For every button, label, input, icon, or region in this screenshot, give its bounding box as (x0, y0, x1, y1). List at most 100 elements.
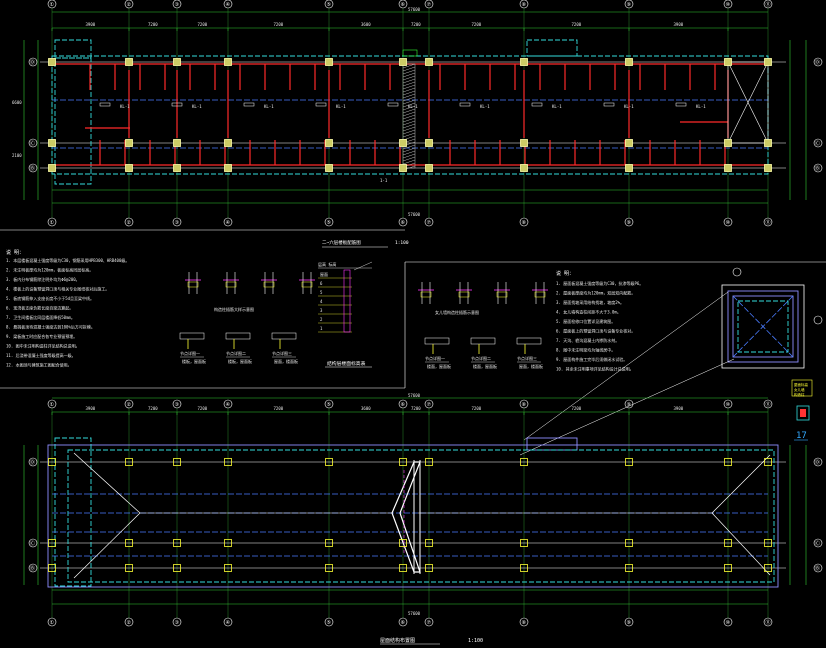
legend-value: 17 (796, 431, 807, 441)
axis-label: ② (127, 402, 132, 408)
upper-axis-right: Ⓓ Ⓒ Ⓑ (813, 57, 823, 173)
dim-span-label: 3900 (674, 22, 684, 27)
slab-tag: KL-1 (696, 104, 706, 109)
node-label: 节点详图二 (226, 350, 246, 356)
axis-bubble (424, 617, 434, 627)
dim-span-label: 7200 (274, 406, 284, 411)
axis-bubble (172, 617, 182, 627)
axis-label: ⑪ (766, 1, 771, 8)
roof-parapet-outer (47, 444, 779, 588)
svg-text:Ⓓ: Ⓓ (815, 459, 820, 466)
axis-label: ② (127, 220, 132, 226)
elev-row-label: 4 (320, 299, 323, 304)
column (625, 539, 633, 547)
column (399, 58, 407, 66)
upper-dim-total: 57600 (408, 7, 421, 12)
dim-span-label: 7200 (472, 22, 482, 27)
column (125, 564, 133, 572)
svg-text:Ⓓ: Ⓓ (815, 59, 820, 66)
elev-row-label: 3 (320, 308, 323, 313)
axis-bubble (324, 217, 334, 227)
upper-dim-left-2: 2100 (12, 153, 22, 158)
axis-label: ① (50, 402, 55, 408)
svg-text:Ⓒ: Ⓒ (30, 540, 35, 547)
column (764, 564, 772, 572)
axis-label: ⑨ (627, 2, 632, 8)
column (764, 539, 772, 547)
enlarged-corner-detail (519, 267, 823, 456)
right-column-details (418, 282, 548, 304)
note-line: 10. 图中未注明构造柱详见结构总说明。 (6, 343, 80, 349)
axis-label: ⑤ (327, 220, 332, 226)
left-notes-title: 说 明： (6, 249, 24, 256)
axis-bubble (124, 217, 134, 227)
axis-label: ① (50, 620, 55, 626)
column (399, 564, 407, 572)
axis-label: ② (127, 2, 132, 8)
elev-row-label: 1 (320, 326, 323, 331)
axis-label: ⑦ (427, 620, 432, 626)
dim-span-label: 7200 (198, 406, 208, 411)
column (325, 458, 333, 466)
note-line: 3. 屋面找坡采用结构找坡，坡度2%。 (556, 299, 624, 305)
column (724, 58, 732, 66)
axis-bubble (47, 617, 57, 627)
right-notes-title: 说 明： (556, 270, 574, 277)
column (520, 564, 528, 572)
column (325, 164, 333, 172)
axis-bubble (424, 217, 434, 227)
column (724, 564, 732, 572)
column (399, 139, 407, 147)
column (173, 58, 181, 66)
slab-tag: KL-1 (552, 104, 562, 109)
note-line: 1. 本层楼板混凝土强度等级为C30，钢筋采用HPB300、HRB400级。 (6, 257, 129, 263)
column (399, 539, 407, 547)
column (48, 58, 56, 66)
axis-bubble (763, 217, 773, 227)
axis-bubble (398, 617, 408, 627)
axis-bubble (398, 217, 408, 227)
column (764, 458, 772, 466)
axis-label: ⑩ (726, 2, 731, 8)
axis-label: ⑨ (627, 220, 632, 226)
column (625, 564, 633, 572)
axis-bubble (519, 617, 529, 627)
column (224, 458, 232, 466)
svg-text:Ⓑ: Ⓑ (815, 165, 820, 172)
column (520, 539, 528, 547)
column (125, 539, 133, 547)
dim-span-label: 7200 (411, 22, 421, 27)
axis-label: ⑨ (627, 620, 632, 626)
axis-label: ⑧ (522, 402, 527, 408)
node-sublabel: 楼板，屋面板 (182, 358, 206, 364)
column (425, 58, 433, 66)
drawing-scale: 1:100 (468, 638, 483, 644)
dim-span-label: 3900 (674, 406, 684, 411)
lower-axis-left: Ⓓ Ⓒ Ⓑ (28, 457, 38, 573)
column (625, 164, 633, 172)
slab-tag: KL-1 (480, 104, 490, 109)
upper-outer-wall (51, 55, 769, 175)
slab-tag: KL-1 (624, 104, 634, 109)
note-line: 1. 屋面板混凝土强度等级为C30，抗渗等级P6。 (556, 280, 643, 286)
roof-parapet-inner (67, 449, 775, 583)
axis-label: ⑥ (401, 620, 406, 626)
column (173, 139, 181, 147)
column (224, 139, 232, 147)
column (48, 564, 56, 572)
note-line: 2. 未注明板厚均为120mm，板面标高同层标高。 (6, 267, 93, 273)
axis-bubble (324, 617, 334, 627)
left-notes: 1. 本层楼板混凝土强度等级为C30，钢筋采用HPB300、HRB400级。 2.… (6, 257, 129, 368)
axis-bubble (223, 217, 233, 227)
right-notes: 1. 屋面板混凝土强度等级为C30，抗渗等级P6。2. 屋面板厚度均为120mm… (556, 280, 643, 372)
axis-label: ⑥ (401, 220, 406, 226)
axis-label: ⑩ (726, 402, 731, 408)
axis-label: ⑧ (522, 620, 527, 626)
axis-label: ① (50, 220, 55, 226)
svg-text:Ⓑ: Ⓑ (30, 165, 35, 172)
axis-bubble (624, 217, 634, 227)
